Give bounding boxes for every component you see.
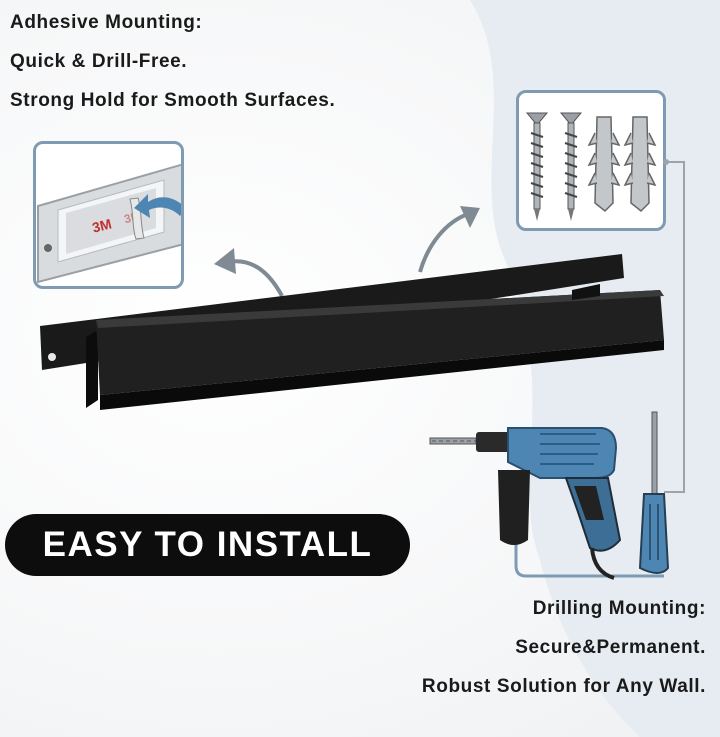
badge-label: EASY TO INSTALL xyxy=(42,525,373,564)
screw-icon xyxy=(559,112,583,221)
wall-anchor-icon xyxy=(587,116,621,213)
drilling-line-1: Secure&Permanent. xyxy=(515,637,706,658)
screw-icon xyxy=(525,112,549,221)
tape-brand-label: 3M xyxy=(90,215,113,235)
adhesive-mount-frame: 3M 3M xyxy=(33,141,184,289)
adhesive-line-1: Quick & Drill-Free. xyxy=(10,51,188,72)
adhesive-heading: Adhesive Mounting: xyxy=(10,12,203,33)
drilling-heading: Drilling Mounting: xyxy=(532,598,706,619)
screws-and-anchors xyxy=(525,112,657,221)
drilling-line-2: Robust Solution for Any Wall. xyxy=(421,676,706,697)
wall-anchor-icon xyxy=(623,116,657,213)
adhesive-line-2: Strong Hold for Smooth Surfaces. xyxy=(10,90,336,111)
easy-to-install-badge: EASY TO INSTALL xyxy=(5,514,410,576)
adhesive-tape-icon: 3M 3M xyxy=(37,163,181,284)
